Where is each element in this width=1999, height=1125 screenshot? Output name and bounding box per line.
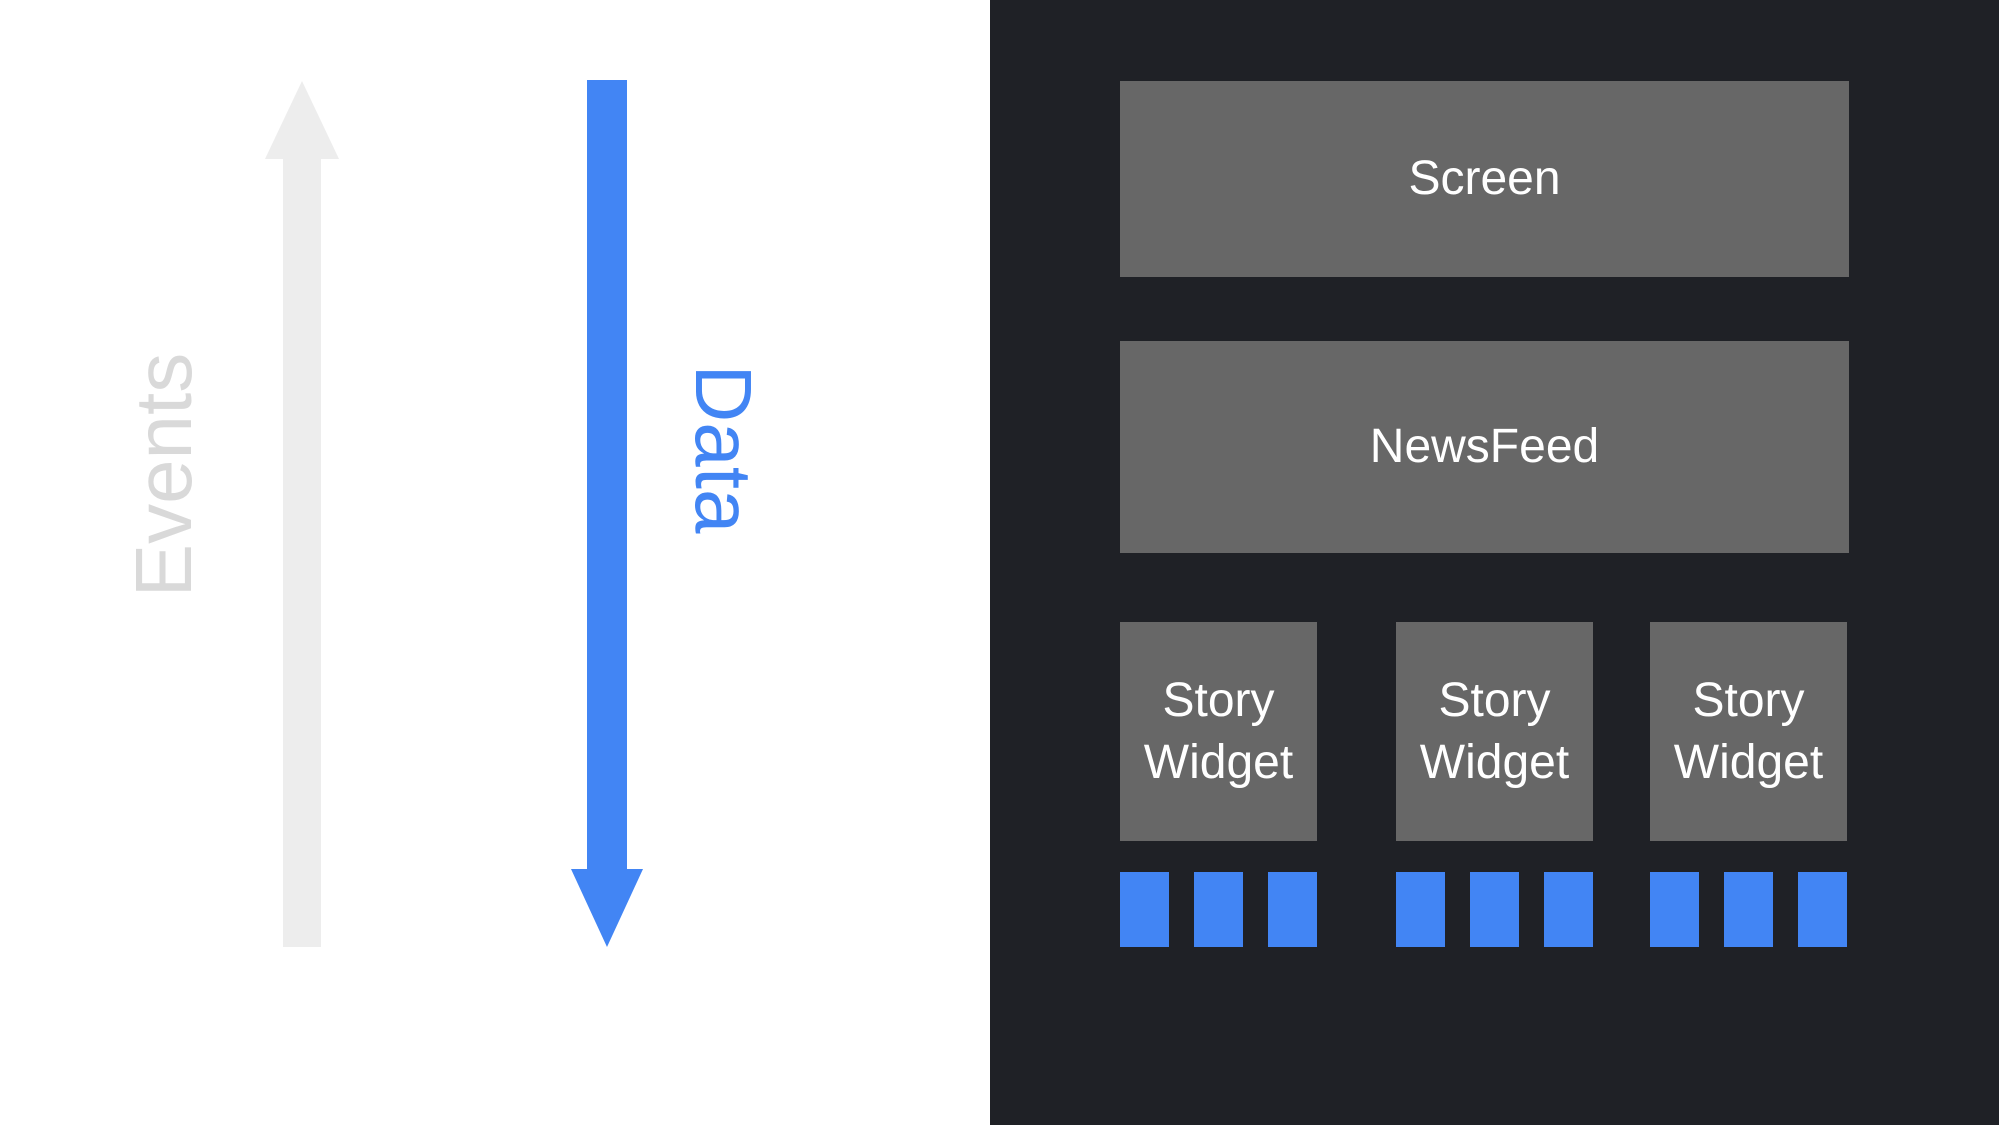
story-data-squares bbox=[1120, 872, 1317, 947]
story-widget-box: Story Widget bbox=[1396, 622, 1593, 841]
data-square bbox=[1650, 872, 1699, 947]
story-widget-box: Story Widget bbox=[1120, 622, 1317, 841]
story-data-squares bbox=[1396, 872, 1593, 947]
data-square bbox=[1396, 872, 1445, 947]
events-arrow-shaft bbox=[283, 155, 321, 947]
data-arrowhead-down-icon bbox=[571, 869, 643, 947]
newsfeed-box: NewsFeed bbox=[1120, 341, 1849, 553]
story-data-squares bbox=[1650, 872, 1847, 947]
data-arrow-shaft bbox=[587, 80, 627, 871]
events-label: Events bbox=[119, 352, 208, 598]
screen-box: Screen bbox=[1120, 81, 1849, 277]
data-square bbox=[1544, 872, 1593, 947]
events-arrowhead-up-icon bbox=[265, 81, 339, 159]
data-square bbox=[1268, 872, 1317, 947]
data-square bbox=[1470, 872, 1519, 947]
data-square bbox=[1798, 872, 1847, 947]
data-label: Data bbox=[679, 364, 768, 534]
data-square bbox=[1194, 872, 1243, 947]
data-square bbox=[1724, 872, 1773, 947]
story-widget-box: Story Widget bbox=[1650, 622, 1847, 841]
data-square bbox=[1120, 872, 1169, 947]
